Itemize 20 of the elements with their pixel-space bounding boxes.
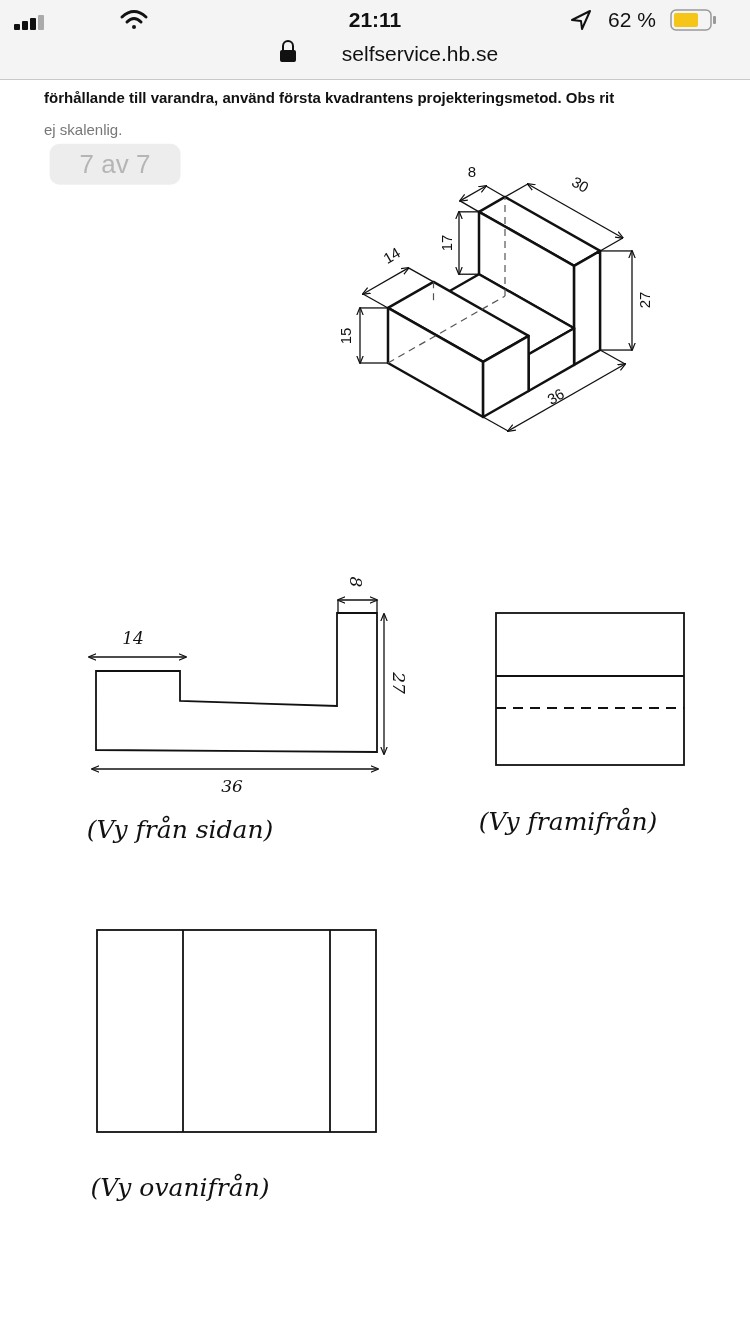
battery-percentage: 62 %	[608, 8, 656, 32]
dimension-label: 15	[337, 327, 355, 345]
clock-text: 21:11	[348, 8, 402, 32]
dimension-label: 8	[346, 576, 366, 588]
page-indicator: 7 av 7	[49, 143, 181, 185]
note-text: ej skalenlig.	[44, 121, 123, 139]
view-caption: (Vy framifrån)	[478, 808, 658, 836]
dimension-label: 14	[122, 628, 144, 648]
instruction-text: förhållande till varandra, använd första kvadrantens projekteringsmetod. Obs rit	[44, 89, 615, 107]
dimension-label: 27	[636, 291, 654, 309]
dimension-label: 27	[389, 672, 409, 694]
dimension-label: 14	[380, 244, 404, 268]
url-text: selfservice.hb.se	[341, 42, 499, 66]
dimension-label: 36	[544, 385, 568, 409]
dimension-label: 17	[438, 234, 456, 252]
view-caption: (Vy ovanifrån)	[90, 1174, 270, 1202]
dimension-label: 8	[467, 163, 477, 181]
dimension-label: 30	[568, 173, 592, 197]
dimension-label: 36	[221, 776, 243, 796]
view-caption: (Vy från sidan)	[86, 816, 274, 844]
